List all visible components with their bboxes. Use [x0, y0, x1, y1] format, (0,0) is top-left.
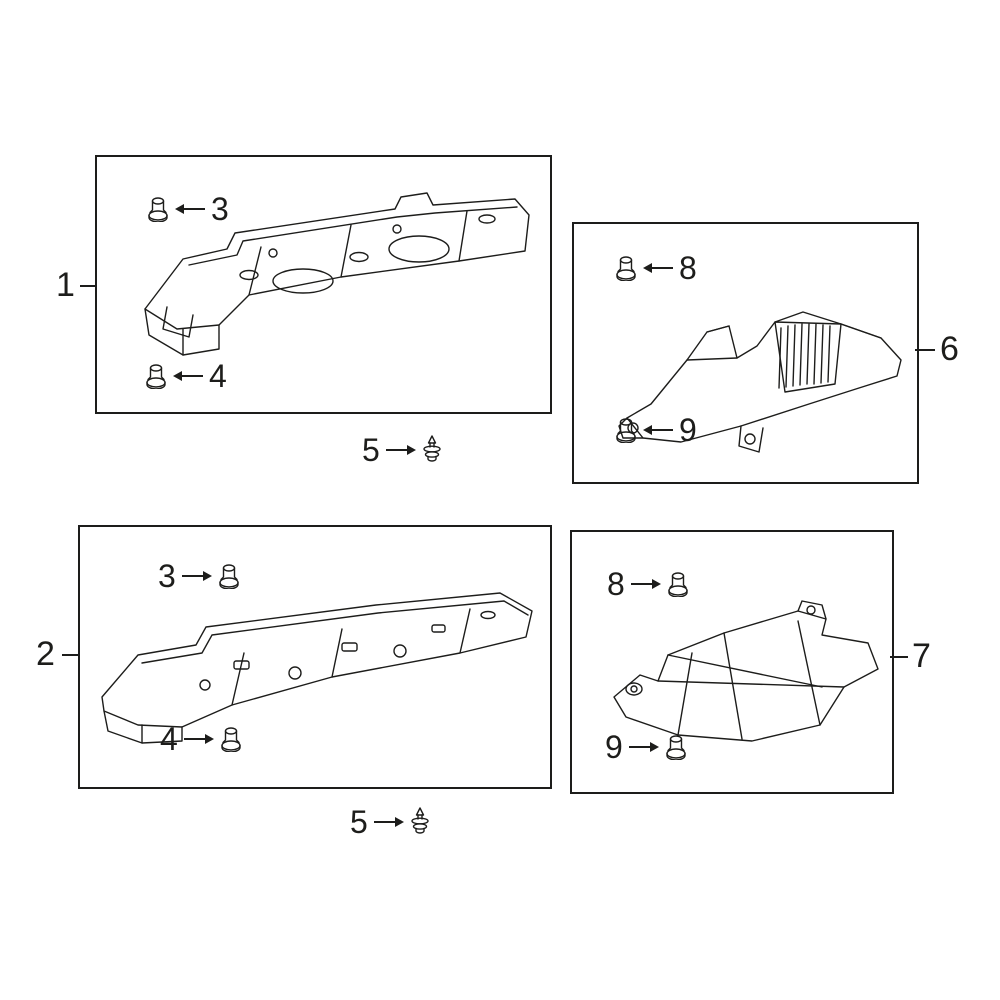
grommet-clip-icon: [147, 196, 169, 222]
arrow-left-icon: [642, 261, 674, 275]
callout-fastener-8: 8: [615, 252, 697, 284]
callout-number: 9: [679, 412, 697, 448]
part-1-illustration: [144, 192, 530, 356]
part-2-illustration: [101, 592, 533, 744]
reference-number-7: 7: [912, 637, 931, 675]
callout-fastener-4: 4: [160, 723, 242, 755]
callout-fastener-8: 8: [607, 568, 689, 600]
arrow-left-icon: [642, 423, 674, 437]
callout-fastener-5: 5: [362, 434, 442, 466]
callout-number: 3: [211, 191, 229, 227]
callout-number: 3: [158, 558, 176, 594]
callout-fastener-3: 3: [147, 193, 229, 225]
callout-number: 8: [607, 566, 625, 602]
part-box-7: [570, 530, 894, 794]
callout-fastener-9: 9: [615, 414, 697, 446]
arrow-left-icon: [174, 202, 206, 216]
reference-leader-line: [80, 285, 95, 287]
arrow-right-icon: [385, 443, 417, 457]
part-6-illustration: [618, 311, 902, 453]
grommet-clip-icon: [667, 571, 689, 597]
arrow-left-icon: [172, 369, 204, 383]
grommet-clip-icon: [145, 363, 167, 389]
callout-number: 5: [362, 432, 380, 468]
grommet-clip-icon: [615, 255, 637, 281]
part-box-1: [95, 155, 552, 414]
arrow-right-icon: [181, 569, 213, 583]
reference-number-6: 6: [940, 330, 959, 368]
callout-number: 8: [679, 250, 697, 286]
push-pin-rivet-icon: [410, 807, 430, 837]
grommet-clip-icon: [218, 563, 240, 589]
callout-fastener-5: 5: [350, 806, 430, 838]
arrow-right-icon: [183, 732, 215, 746]
grommet-clip-icon: [615, 417, 637, 443]
reference-number-1: 1: [56, 266, 75, 304]
callout-fastener-9: 9: [605, 731, 687, 763]
callout-number: 5: [350, 804, 368, 840]
callout-number: 4: [160, 721, 178, 757]
callout-fastener-4: 4: [145, 360, 227, 392]
reference-leader-line: [62, 654, 78, 656]
grommet-clip-icon: [665, 734, 687, 760]
arrow-right-icon: [630, 577, 662, 591]
grommet-clip-icon: [220, 726, 242, 752]
reference-number-2: 2: [36, 635, 55, 673]
reference-leader-line: [890, 656, 908, 658]
callout-number: 4: [209, 358, 227, 394]
callout-fastener-3: 3: [158, 560, 240, 592]
part-7-illustration: [613, 600, 879, 742]
callout-number: 9: [605, 729, 623, 765]
push-pin-rivet-icon: [422, 435, 442, 465]
reference-leader-line: [915, 349, 935, 351]
arrow-right-icon: [628, 740, 660, 754]
arrow-right-icon: [373, 815, 405, 829]
part-box-2: [78, 525, 552, 789]
